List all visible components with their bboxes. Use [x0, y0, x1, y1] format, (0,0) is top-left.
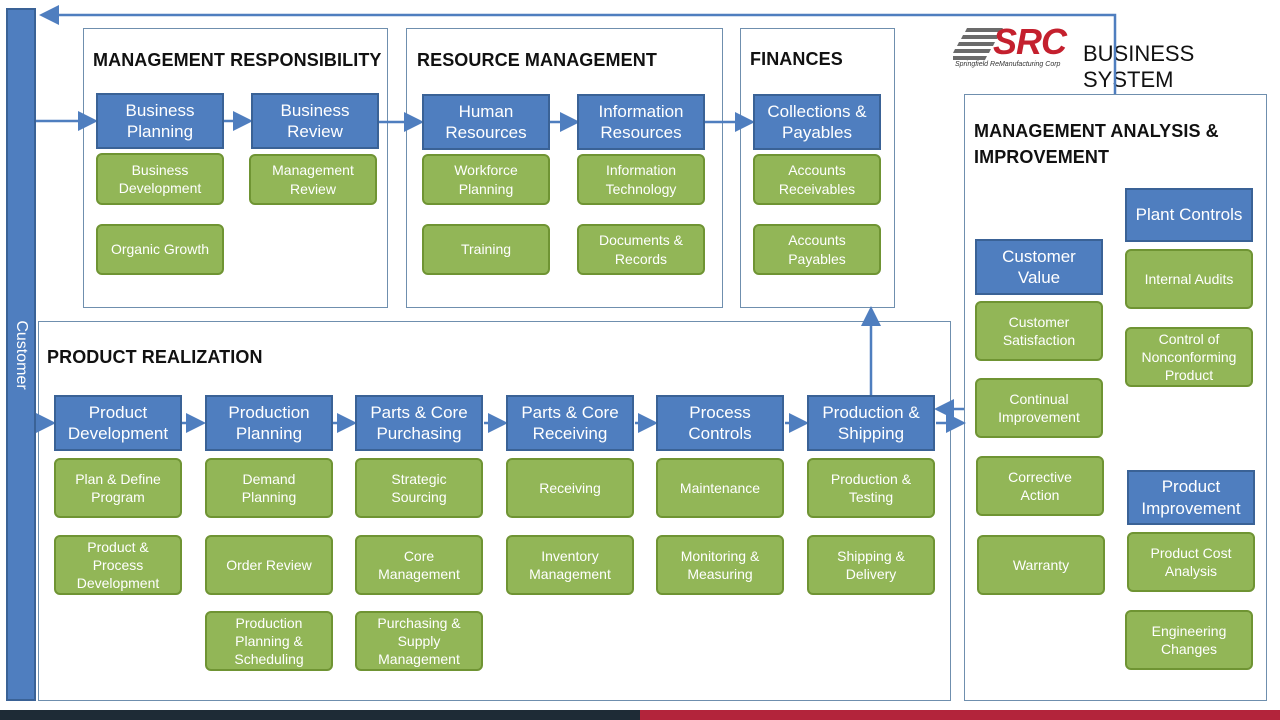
management-responsibility-title: MANAGEMENT RESPONSIBILITY	[93, 50, 382, 70]
product-process-development-box[interactable]: Product & Process Development	[54, 535, 182, 595]
shipping-delivery-box[interactable]: Shipping & Delivery	[807, 535, 935, 595]
resource-management-title: RESOURCE MANAGEMENT	[417, 50, 657, 70]
corrective-action-box[interactable]: Corrective Action	[976, 456, 1104, 516]
production-shipping-box[interactable]: Production & Shipping	[807, 395, 935, 451]
workforce-planning-box[interactable]: Workforce Planning	[422, 154, 550, 205]
engineering-changes-box[interactable]: Engineering Changes	[1125, 610, 1253, 670]
brand-title: BUSINESS SYSTEM	[1083, 41, 1195, 92]
production-planning-box[interactable]: Production Planning	[205, 395, 333, 451]
training-box[interactable]: Training	[422, 224, 550, 275]
accounts-receivables-box[interactable]: Accounts Receivables	[753, 154, 881, 205]
purchasing-supply-management-box[interactable]: Purchasing & Supply Management	[355, 611, 483, 671]
plant-controls-box[interactable]: Plant Controls	[1125, 188, 1253, 242]
production-testing-box[interactable]: Production & Testing	[807, 458, 935, 518]
src-logo-text: SRC	[993, 21, 1067, 62]
management-review-box[interactable]: Management Review	[249, 154, 377, 205]
product-cost-analysis-box[interactable]: Product Cost Analysis	[1127, 532, 1255, 592]
business-planning-box[interactable]: Business Planning	[96, 93, 224, 149]
footer-bar-red	[640, 710, 1280, 720]
src-logo-stripes-icon	[953, 28, 1003, 60]
human-resources-box[interactable]: Human Resources	[422, 94, 550, 150]
product-improvement-box[interactable]: Product Improvement	[1127, 470, 1255, 525]
product-realization-title: PRODUCT REALIZATION	[47, 347, 263, 367]
order-review-box[interactable]: Order Review	[205, 535, 333, 595]
core-management-box[interactable]: Core Management	[355, 535, 483, 595]
maintenance-box[interactable]: Maintenance	[656, 458, 784, 518]
product-realization-section: PRODUCT REALIZATION	[38, 321, 951, 701]
parts-core-receiving-box[interactable]: Parts & Core Receiving	[506, 395, 634, 451]
footer-bar-dark	[0, 710, 640, 720]
accounts-payables-box[interactable]: Accounts Payables	[753, 224, 881, 275]
product-development-box[interactable]: Product Development	[54, 395, 182, 451]
customer-value-box[interactable]: Customer Value	[975, 239, 1103, 295]
management-analysis-title: MANAGEMENT ANALYSIS & IMPROVEMENT	[974, 121, 1219, 167]
demand-planning-box[interactable]: Demand Planning	[205, 458, 333, 518]
inventory-management-box[interactable]: Inventory Management	[506, 535, 634, 595]
customer-satisfaction-box[interactable]: Customer Satisfaction	[975, 301, 1103, 361]
monitoring-measuring-box[interactable]: Monitoring & Measuring	[656, 535, 784, 595]
src-logo-subtext: Springfield ReManufacturing Corp	[955, 61, 1061, 68]
customer-bar: Customer	[6, 8, 36, 701]
information-technology-box[interactable]: Information Technology	[577, 154, 705, 205]
src-logo: SRC Springfield ReManufacturing Corp	[953, 21, 1073, 70]
control-nonconforming-box[interactable]: Control of Nonconforming Product	[1125, 327, 1253, 387]
organic-growth-box[interactable]: Organic Growth	[96, 224, 224, 275]
internal-audits-box[interactable]: Internal Audits	[1125, 249, 1253, 309]
plan-define-program-box[interactable]: Plan & Define Program	[54, 458, 182, 518]
collections-payables-box[interactable]: Collections & Payables	[753, 94, 881, 150]
finances-title: FINANCES	[750, 49, 843, 69]
business-development-box[interactable]: Business Development	[96, 153, 224, 205]
parts-core-purchasing-box[interactable]: Parts & Core Purchasing	[355, 395, 483, 451]
continual-improvement-box[interactable]: Continual Improvement	[975, 378, 1103, 438]
production-planning-scheduling-box[interactable]: Production Planning & Scheduling	[205, 611, 333, 671]
business-review-box[interactable]: Business Review	[251, 93, 379, 149]
process-controls-box[interactable]: Process Controls	[656, 395, 784, 451]
documents-records-box[interactable]: Documents & Records	[577, 224, 705, 275]
receiving-box[interactable]: Receiving	[506, 458, 634, 518]
information-resources-box[interactable]: Information Resources	[577, 94, 705, 150]
strategic-sourcing-box[interactable]: Strategic Sourcing	[355, 458, 483, 518]
warranty-box[interactable]: Warranty	[977, 535, 1105, 595]
